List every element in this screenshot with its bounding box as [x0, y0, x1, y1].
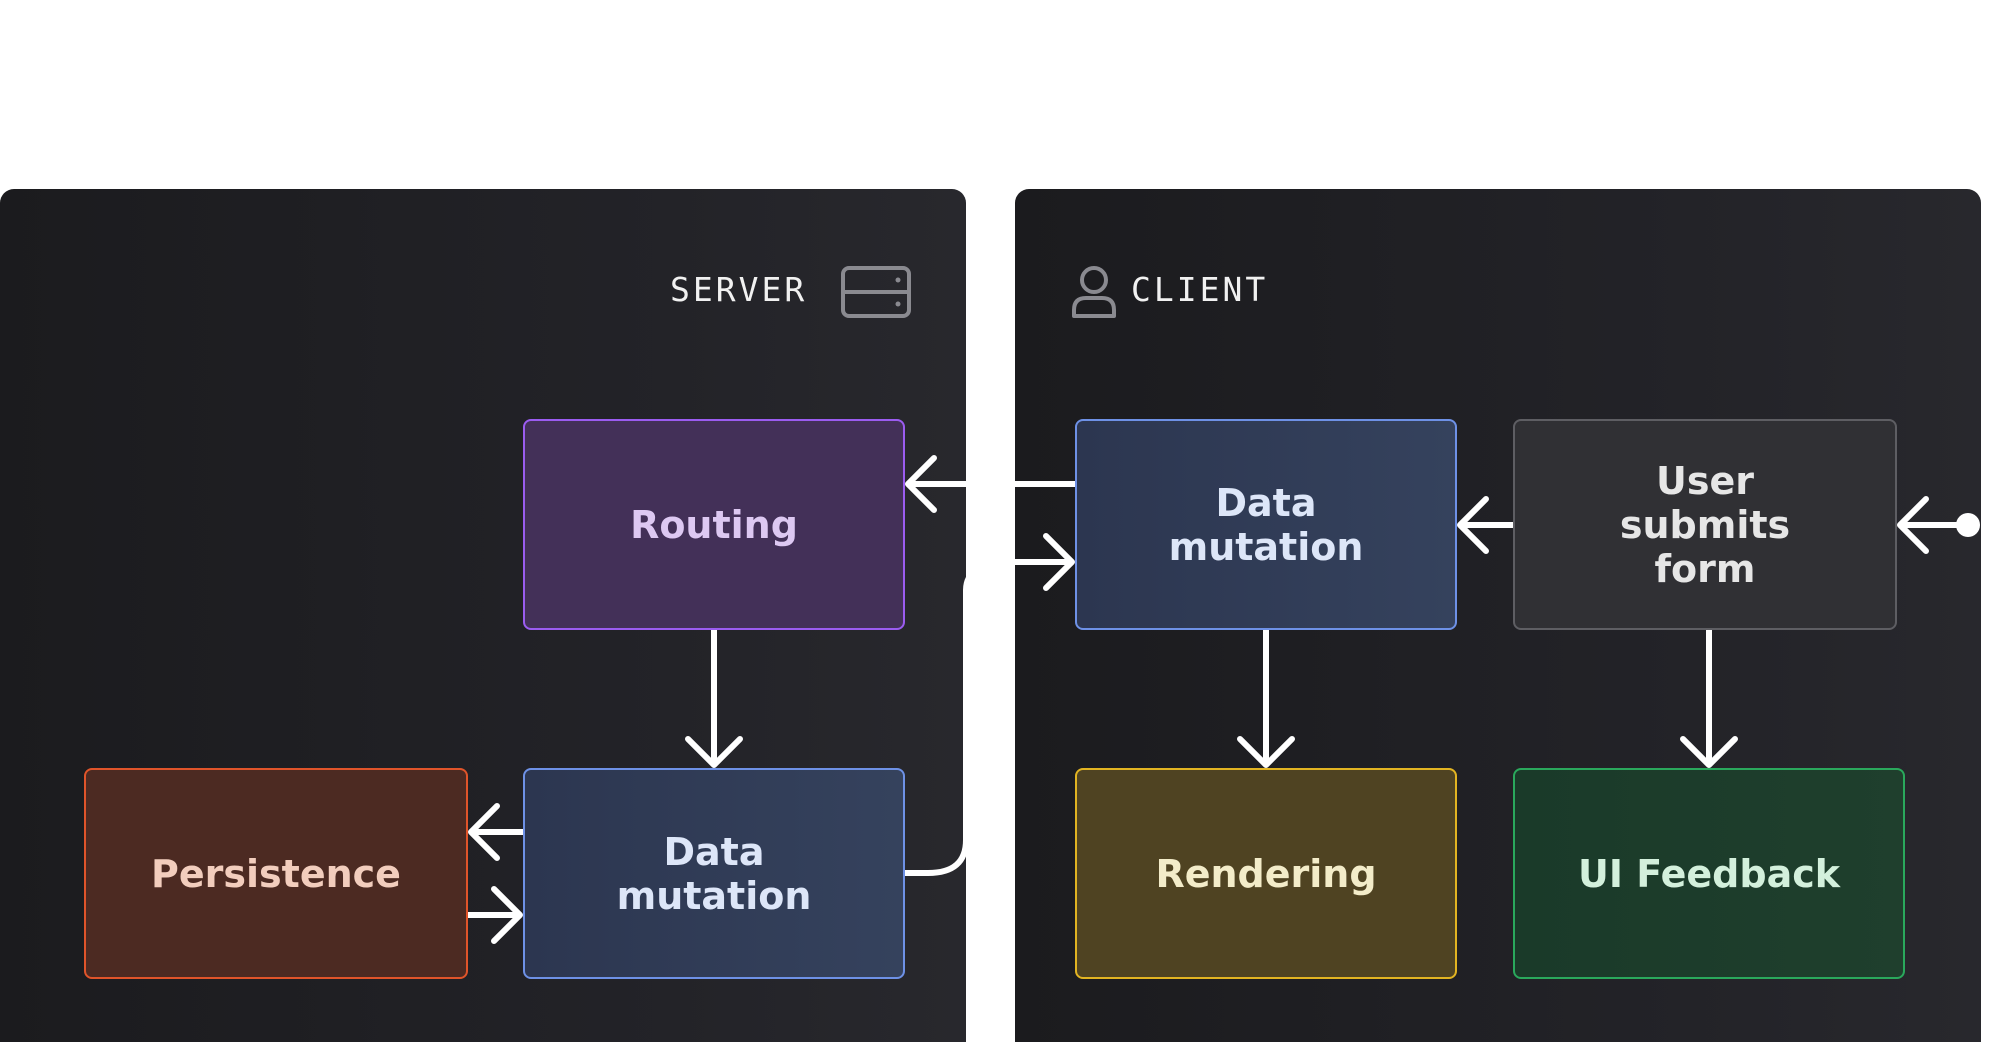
persistence-node: Persistence [84, 768, 468, 979]
arrow-incoming-submit [1897, 496, 1969, 554]
arrow-mutation-to-persistence [468, 803, 526, 861]
user-submits-form-node: User submits form [1513, 419, 1897, 630]
ui-feedback-node: UI Feedback [1513, 768, 1905, 979]
arrow-persistence-to-mutation [465, 886, 523, 944]
rendering-label: Rendering [1155, 851, 1377, 896]
arrow-user-to-feedback [1680, 627, 1738, 768]
client-label: CLIENT [1131, 270, 1269, 309]
server-icon [841, 266, 911, 318]
arrow-server-to-client [902, 533, 1075, 876]
arrow-mutation-to-rendering [1237, 627, 1295, 768]
routing-label: Routing [630, 502, 798, 547]
server-label: SERVER [670, 270, 808, 309]
arrow-routing-to-mutation [685, 627, 743, 768]
arrow-user-to-mutation [1457, 496, 1516, 554]
ui-feedback-label: UI Feedback [1577, 851, 1841, 896]
user-submits-form-label: User submits form [1619, 458, 1791, 591]
arrow-client-to-routing [905, 455, 1078, 513]
rendering-node: Rendering [1075, 768, 1457, 979]
server-data-mutation-label: Data mutation [616, 829, 812, 918]
routing-node: Routing [523, 419, 905, 630]
client-data-mutation-node: Data mutation [1075, 419, 1457, 630]
server-data-mutation-node: Data mutation [523, 768, 905, 979]
persistence-label: Persistence [151, 851, 401, 896]
client-data-mutation-label: Data mutation [1168, 480, 1364, 569]
user-icon [1072, 266, 1116, 318]
submit-origin-dot [1956, 513, 1980, 537]
